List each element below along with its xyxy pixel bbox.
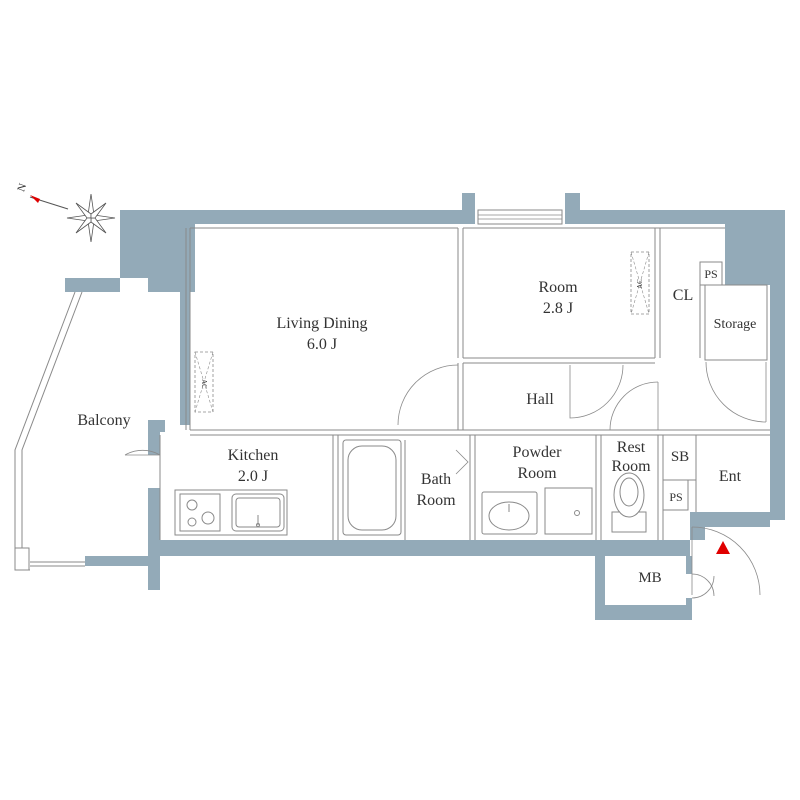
living-dining-size: 6.0 J: [307, 336, 337, 353]
kitchen-name: Kitchen: [228, 447, 279, 464]
balcony-outline: [14, 291, 85, 571]
ac-label: AC: [200, 379, 208, 389]
partitions: [159, 227, 770, 540]
bathtub-icon: [342, 439, 406, 540]
shoe-box-label: SB: [671, 449, 689, 465]
storage-label: Storage: [714, 317, 757, 332]
powder-label-line1: Powder: [513, 444, 563, 461]
pipe-space-bottom-label: PS: [669, 490, 682, 504]
hall-label: Hall: [526, 391, 554, 408]
washing-machine-pan-icon: [544, 487, 593, 535]
bath-label-line2: Room: [416, 492, 456, 509]
stove-icon: [179, 493, 221, 532]
kitchen-counter: [174, 489, 288, 536]
north-arrow-icon: [29, 195, 69, 210]
ac-unit-room: AC: [630, 251, 650, 315]
balcony-label: Balcony: [77, 412, 130, 429]
entrance-marker-icon: [716, 541, 730, 554]
entrance-label: Ent: [719, 468, 742, 485]
compass: N: [15, 182, 116, 243]
window-top: [477, 209, 563, 225]
pipe-space-top-label: PS: [704, 267, 717, 281]
bath-label-line1: Bath: [421, 471, 451, 488]
washbasin-icon: [481, 491, 538, 535]
room-name: Room: [538, 279, 578, 296]
living-dining-name: Living Dining: [276, 315, 367, 332]
room-labels: Living Dining 6.0 J Room 2.8 J CL PS Sto…: [77, 267, 756, 586]
compass-rose-icon: [66, 193, 116, 243]
walls: [65, 193, 785, 620]
room-size: 2.8 J: [543, 300, 573, 317]
closet-label: CL: [673, 287, 693, 304]
toilet-icon: [611, 472, 647, 533]
meter-box-label: MB: [638, 570, 661, 586]
kitchen-size: 2.0 J: [238, 468, 268, 485]
north-label: N: [15, 182, 29, 194]
doors: [124, 300, 767, 599]
powder-label-line2: Room: [517, 465, 557, 482]
ac-unit-living: AC: [194, 351, 214, 413]
sink-icon: [231, 493, 285, 532]
ac-label: AC: [636, 279, 644, 289]
rest-label-line1: Rest: [617, 439, 646, 456]
rest-label-line2: Room: [611, 458, 651, 475]
